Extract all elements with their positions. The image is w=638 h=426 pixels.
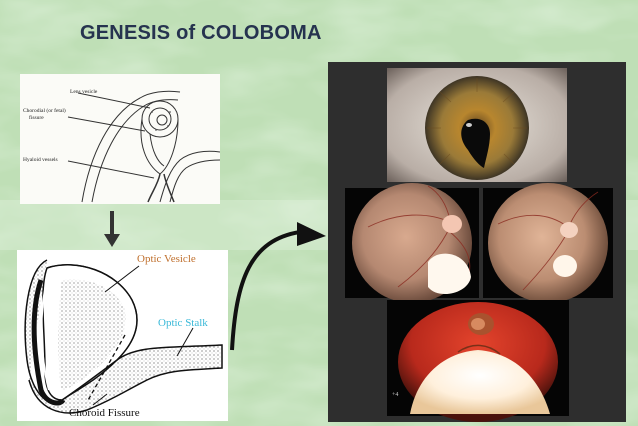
fundus-photo-left	[328, 183, 483, 303]
fundus-photo-right	[483, 183, 626, 303]
label-hyaloid-vessels: Hyaloid vessels	[23, 157, 58, 163]
optic-vesicle-diagram: Optic Vesicle Optic Stalk Choroid Fissur…	[17, 250, 228, 421]
clinical-photo-panel: +4	[328, 62, 626, 422]
label-choroidal-fissure-1: Chorodial (or fetal)	[23, 107, 66, 114]
label-choroid-fissure: Choroid Fissure	[69, 407, 140, 419]
label-lens-vesicle: Lens vesicle	[70, 89, 98, 95]
label-optic-stalk: Optic Stalk	[158, 317, 208, 329]
label-choroidal-fissure-2: fissure	[29, 114, 44, 121]
optic-cup-line-diagram: Lens vesicle Chorodial (or fetal) fissur…	[20, 74, 220, 204]
optic-disc-coloboma-photo: +4	[387, 300, 569, 422]
label-optic-vesicle: Optic Vesicle	[137, 253, 196, 265]
slide-title: GENESIS of COLOBOMA	[80, 22, 322, 44]
iris-coloboma-photo	[387, 68, 567, 182]
photo-corner-mark: +4	[392, 392, 398, 398]
